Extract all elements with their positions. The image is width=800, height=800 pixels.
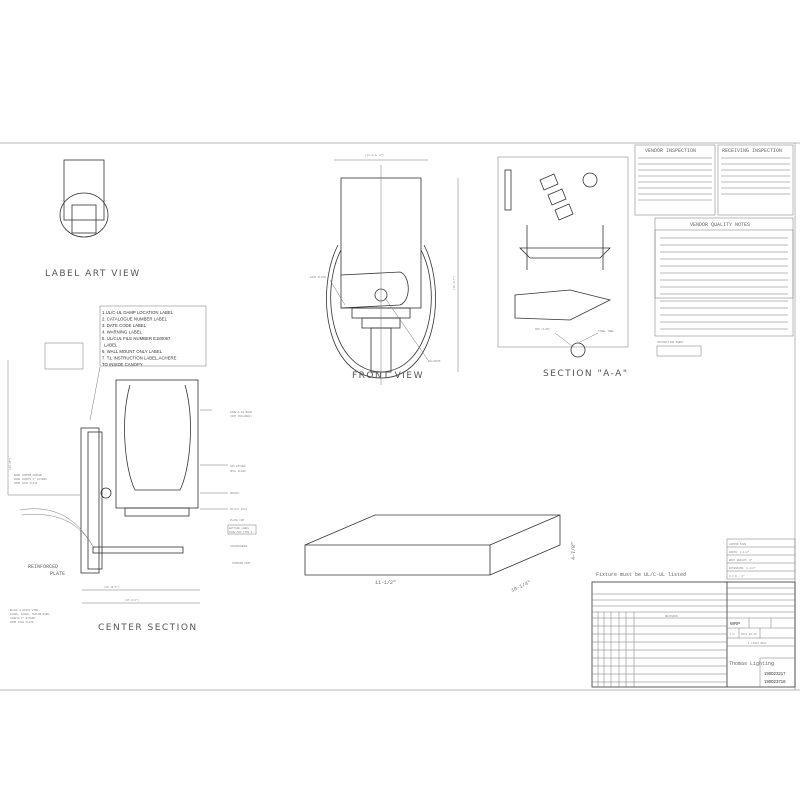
front-width-dim: (14-3/4+ 3") xyxy=(365,153,384,157)
part-number: 190023217 xyxy=(764,671,786,676)
box-length-dim: 11-1/2" xyxy=(375,580,396,586)
drawing-date: 2011.06.15 xyxy=(741,633,757,636)
callout-wattage-label: WATTAGE LABEL xyxy=(229,527,250,530)
label-note: 4. WARNING LABEL xyxy=(102,330,143,335)
receiving-inspection-title: RECEIVING INSPECTION xyxy=(722,148,782,154)
lead-wire-note: 18AWG, 18AWG, TEFLON WIRE, xyxy=(10,613,50,616)
vendor-quality-notes-title: VENDOR QUALITY NOTES xyxy=(690,222,750,228)
section-left-label: A95 (A/2P) xyxy=(535,327,551,331)
section-aa-title: SECTION "A-A" xyxy=(543,369,628,379)
instruction-sheet-title: INSTRUCTION SHEET xyxy=(657,341,684,344)
callout-glass-2: OPAL GLASS xyxy=(230,470,246,473)
callout-glass: A95 ETCHED xyxy=(230,465,246,468)
callout-bulb-note: (NOT INCLUDED) xyxy=(230,414,252,418)
carton-box: 11-1/2" 10-1/4" 4-7/8" xyxy=(304,514,577,594)
callout-wattage-label-2: 100W MAX TYPE A xyxy=(229,531,253,534)
drawing-scale: 1:1 xyxy=(730,633,735,636)
label-art-view: LABEL ART VIEW xyxy=(45,159,141,279)
part-number: 190023718 xyxy=(764,679,786,684)
callout-bulb: 100W A-19 BULB xyxy=(230,411,252,414)
center-height-dim: (26.25") xyxy=(8,457,12,470)
label-note: TO INSIDE CANOPY xyxy=(102,362,143,367)
center-dim-a: (95-13/4") xyxy=(104,585,120,589)
parts-sketch xyxy=(497,156,629,348)
face-plate-label: FACE PLATE xyxy=(310,276,326,279)
label-notes: 1.UL/C-UL DAMP LOCATION LABEL 2. CATALOG… xyxy=(44,305,207,421)
drawing-frame xyxy=(0,142,800,691)
callout-lockwashers: LOCKWASHERS xyxy=(230,545,248,548)
ground-wire-note: BARE COPPER GROUND xyxy=(14,474,42,477)
label-note: 2. CATALOGUE NUMBER LABEL xyxy=(102,317,168,322)
vendor-inspection-title: VENDOR INSPECTION xyxy=(645,148,696,154)
carton-row: BODY HEIGHT: 8" xyxy=(729,558,753,562)
label-note: 1.UL/C-UL DAMP LOCATION LABEL xyxy=(102,310,174,315)
catalog-number: WRP xyxy=(730,621,740,626)
label-art-view-title: LABEL ART VIEW xyxy=(45,269,141,279)
box-width-dim: 10-1/4" xyxy=(510,579,532,593)
front-height-dim: (10-3/4") xyxy=(452,276,456,290)
callout-plate-cup: PLATE CUP xyxy=(230,519,244,522)
ground-wire-note: FROM FACE PLATE xyxy=(14,482,38,485)
carton-row: WIDTH: 4-1/2" xyxy=(729,550,750,554)
carton-size-label: CARTON SIZE xyxy=(729,543,747,546)
label-note: 6. WALL MOUNT ONLY LABEL xyxy=(102,349,163,354)
inspection-notes: VENDOR INSPECTION RECEIVING INSPECTION V… xyxy=(634,144,794,357)
listing-note: Fixture must be UL/C-UL listed xyxy=(596,572,686,578)
section-aa: A95 (A/2P) STEEL TUBE SECTION "A-A" xyxy=(535,327,628,379)
callout-socket-ring: Socket Ring xyxy=(230,507,248,511)
revision-header: REVISION xyxy=(665,615,678,618)
reinforced-plate-label: REINFORCED xyxy=(28,564,58,570)
carton-row: EXTENSION: 9-1/2" xyxy=(729,566,756,570)
label-note: 3. DATE CODE LABEL xyxy=(102,323,147,328)
section-right-label: STEEL TUBE xyxy=(598,330,614,333)
box-height-dim: 4-7/8" xyxy=(571,542,577,560)
label-note: 7. T.L INSTRUCTION LABEL,ACHERE xyxy=(102,356,177,361)
carton-row: U.C.D.: 0" xyxy=(729,574,745,578)
label-note: LABEL xyxy=(104,343,118,348)
title-block: Fixture must be UL/C-UL listed CARTON SI… xyxy=(591,538,796,688)
ballnuts-label: BALLNUTS xyxy=(428,360,441,363)
lead-wire-note: LENGTH 6" EXTEND xyxy=(10,616,35,620)
center-section: (26.25") 100W A-19 BULB (NOT INCLUDED) A… xyxy=(7,360,257,633)
center-dim-b: (95-9/4") xyxy=(125,598,139,602)
ground-wire-note: WIRE LENGTH 6" EXTEND xyxy=(14,477,47,481)
front-view-title: FRONT VIEW xyxy=(352,371,424,381)
callout-turnson-part: TURNSON PART xyxy=(232,562,251,565)
reinforced-plate-label: PLATE xyxy=(50,571,65,577)
lead-wire-note: BLACK & WHITE WIRE xyxy=(10,609,38,612)
lead-wire-note: FROM FACE PLATE xyxy=(10,621,34,624)
front-view: (14-3/4+ 3") (10-3/4") FACE PLATE BALLNU… xyxy=(310,153,459,385)
label-note: 5. UL/CUL FILE NUMBER E180067 xyxy=(102,336,171,341)
callout-socket: SOCKET xyxy=(230,492,240,495)
company-name: Thomas Lighting xyxy=(729,661,774,667)
center-section-title: CENTER SECTION xyxy=(98,623,198,633)
fixture-name: 1 LIGHT WALL xyxy=(748,642,767,645)
